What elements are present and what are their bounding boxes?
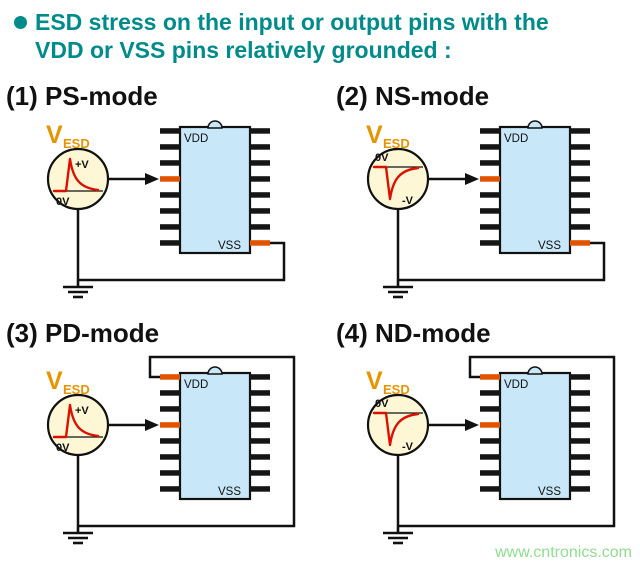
vdd-label: VDD: [504, 379, 528, 391]
heading-text: ESD stress on the input or output pins w…: [35, 8, 549, 64]
stressed-io-pin: [160, 176, 180, 182]
vdd-label: VDD: [184, 379, 208, 391]
vss-label: VSS: [538, 240, 561, 252]
waveform-lower-label: 0V: [56, 442, 70, 454]
chip-body: [178, 371, 252, 501]
stressed-io-pin: [480, 176, 500, 182]
vesd-label: V: [366, 121, 383, 149]
positive-pulse-waveform: [52, 403, 100, 439]
ic-chip: VDD VSS: [160, 120, 270, 255]
watermark: www.cntronics.com: [495, 544, 632, 561]
wire-vss-to-ground: [398, 241, 606, 282]
waveform-lower-label: 0V: [56, 196, 70, 208]
stress-arrow-head: [465, 419, 479, 431]
wire-vss-to-ground: [78, 241, 286, 282]
panel-pd-mode: (3) PD-mode V ESD +V 0V: [0, 310, 320, 565]
vss-label: VSS: [218, 486, 241, 498]
chip-notch-icon: [527, 120, 543, 129]
bullet-icon: [14, 16, 27, 29]
heading-line2: VDD or VSS pins relatively grounded :: [35, 37, 452, 63]
panel-title: (1) PS-mode: [6, 81, 158, 111]
vss-label: VSS: [538, 486, 561, 498]
ground-symbol: [383, 280, 413, 299]
ground-symbol: [63, 526, 93, 545]
vesd-label: V: [46, 121, 63, 149]
wire-vdd-to-ground: [78, 355, 296, 528]
panel-nd-mode: (4) ND-mode V ESD 0V -V: [320, 310, 640, 565]
negative-pulse-waveform: [372, 165, 420, 201]
waveform-upper-label: +V: [75, 405, 89, 417]
vdd-pin: [160, 374, 180, 380]
left-pins: [160, 128, 180, 246]
waveform-lower-label: -V: [402, 195, 414, 207]
ic-chip: VDD VSS: [160, 366, 270, 501]
vesd-label: V: [366, 367, 383, 395]
stress-arrow-head: [145, 173, 159, 185]
chip-notch-icon: [207, 120, 223, 129]
right-pins: [570, 128, 590, 246]
heading: ESD stress on the input or output pins w…: [14, 8, 549, 64]
wire-vdd-to-ground: [398, 355, 616, 528]
vesd-label: V: [46, 367, 63, 395]
vdd-label: VDD: [504, 133, 528, 145]
vesd-sub-label: ESD: [63, 136, 90, 151]
negative-pulse-waveform: [372, 411, 420, 447]
positive-pulse-waveform: [52, 157, 100, 193]
panel-title: (2) NS-mode: [336, 81, 489, 111]
vesd-sub-label: ESD: [383, 136, 410, 151]
ic-chip: VDD VSS: [480, 366, 590, 501]
chip-notch-icon: [527, 366, 543, 375]
waveform-lower-label: -V: [402, 441, 414, 453]
left-pins: [480, 128, 500, 246]
stressed-io-pin: [480, 422, 500, 428]
left-pins: [160, 374, 180, 492]
vesd-sub-label: ESD: [383, 382, 410, 397]
chip-body: [498, 125, 572, 255]
waveform-upper-label: +V: [75, 159, 89, 171]
right-pins: [570, 374, 590, 492]
left-pins: [480, 374, 500, 492]
stress-arrow-head: [145, 419, 159, 431]
panel-title: (3) PD-mode: [6, 318, 159, 348]
vdd-pin: [480, 374, 500, 380]
right-pins: [250, 128, 270, 246]
vesd-sub-label: ESD: [63, 382, 90, 397]
heading-line1: ESD stress on the input or output pins w…: [35, 9, 549, 35]
vss-pin: [570, 240, 590, 246]
ground-symbol: [383, 526, 413, 545]
right-pins: [250, 374, 270, 492]
vss-label: VSS: [218, 240, 241, 252]
chip-body: [498, 371, 572, 501]
panel-ps-mode: (1) PS-mode V ESD +V 0V: [0, 75, 320, 310]
ic-chip: VDD VSS: [480, 120, 590, 255]
chip-notch-icon: [207, 366, 223, 375]
stress-arrow-head: [465, 173, 479, 185]
chip-body: [178, 125, 252, 255]
stressed-io-pin: [160, 422, 180, 428]
ground-symbol: [63, 280, 93, 299]
waveform-upper-label: 0V: [375, 398, 389, 410]
waveform-upper-label: 0V: [375, 152, 389, 164]
vss-pin: [250, 240, 270, 246]
vdd-label: VDD: [184, 133, 208, 145]
panel-title: (4) ND-mode: [336, 318, 491, 348]
panel-ns-mode: (2) NS-mode V ESD 0V -V: [320, 75, 640, 310]
